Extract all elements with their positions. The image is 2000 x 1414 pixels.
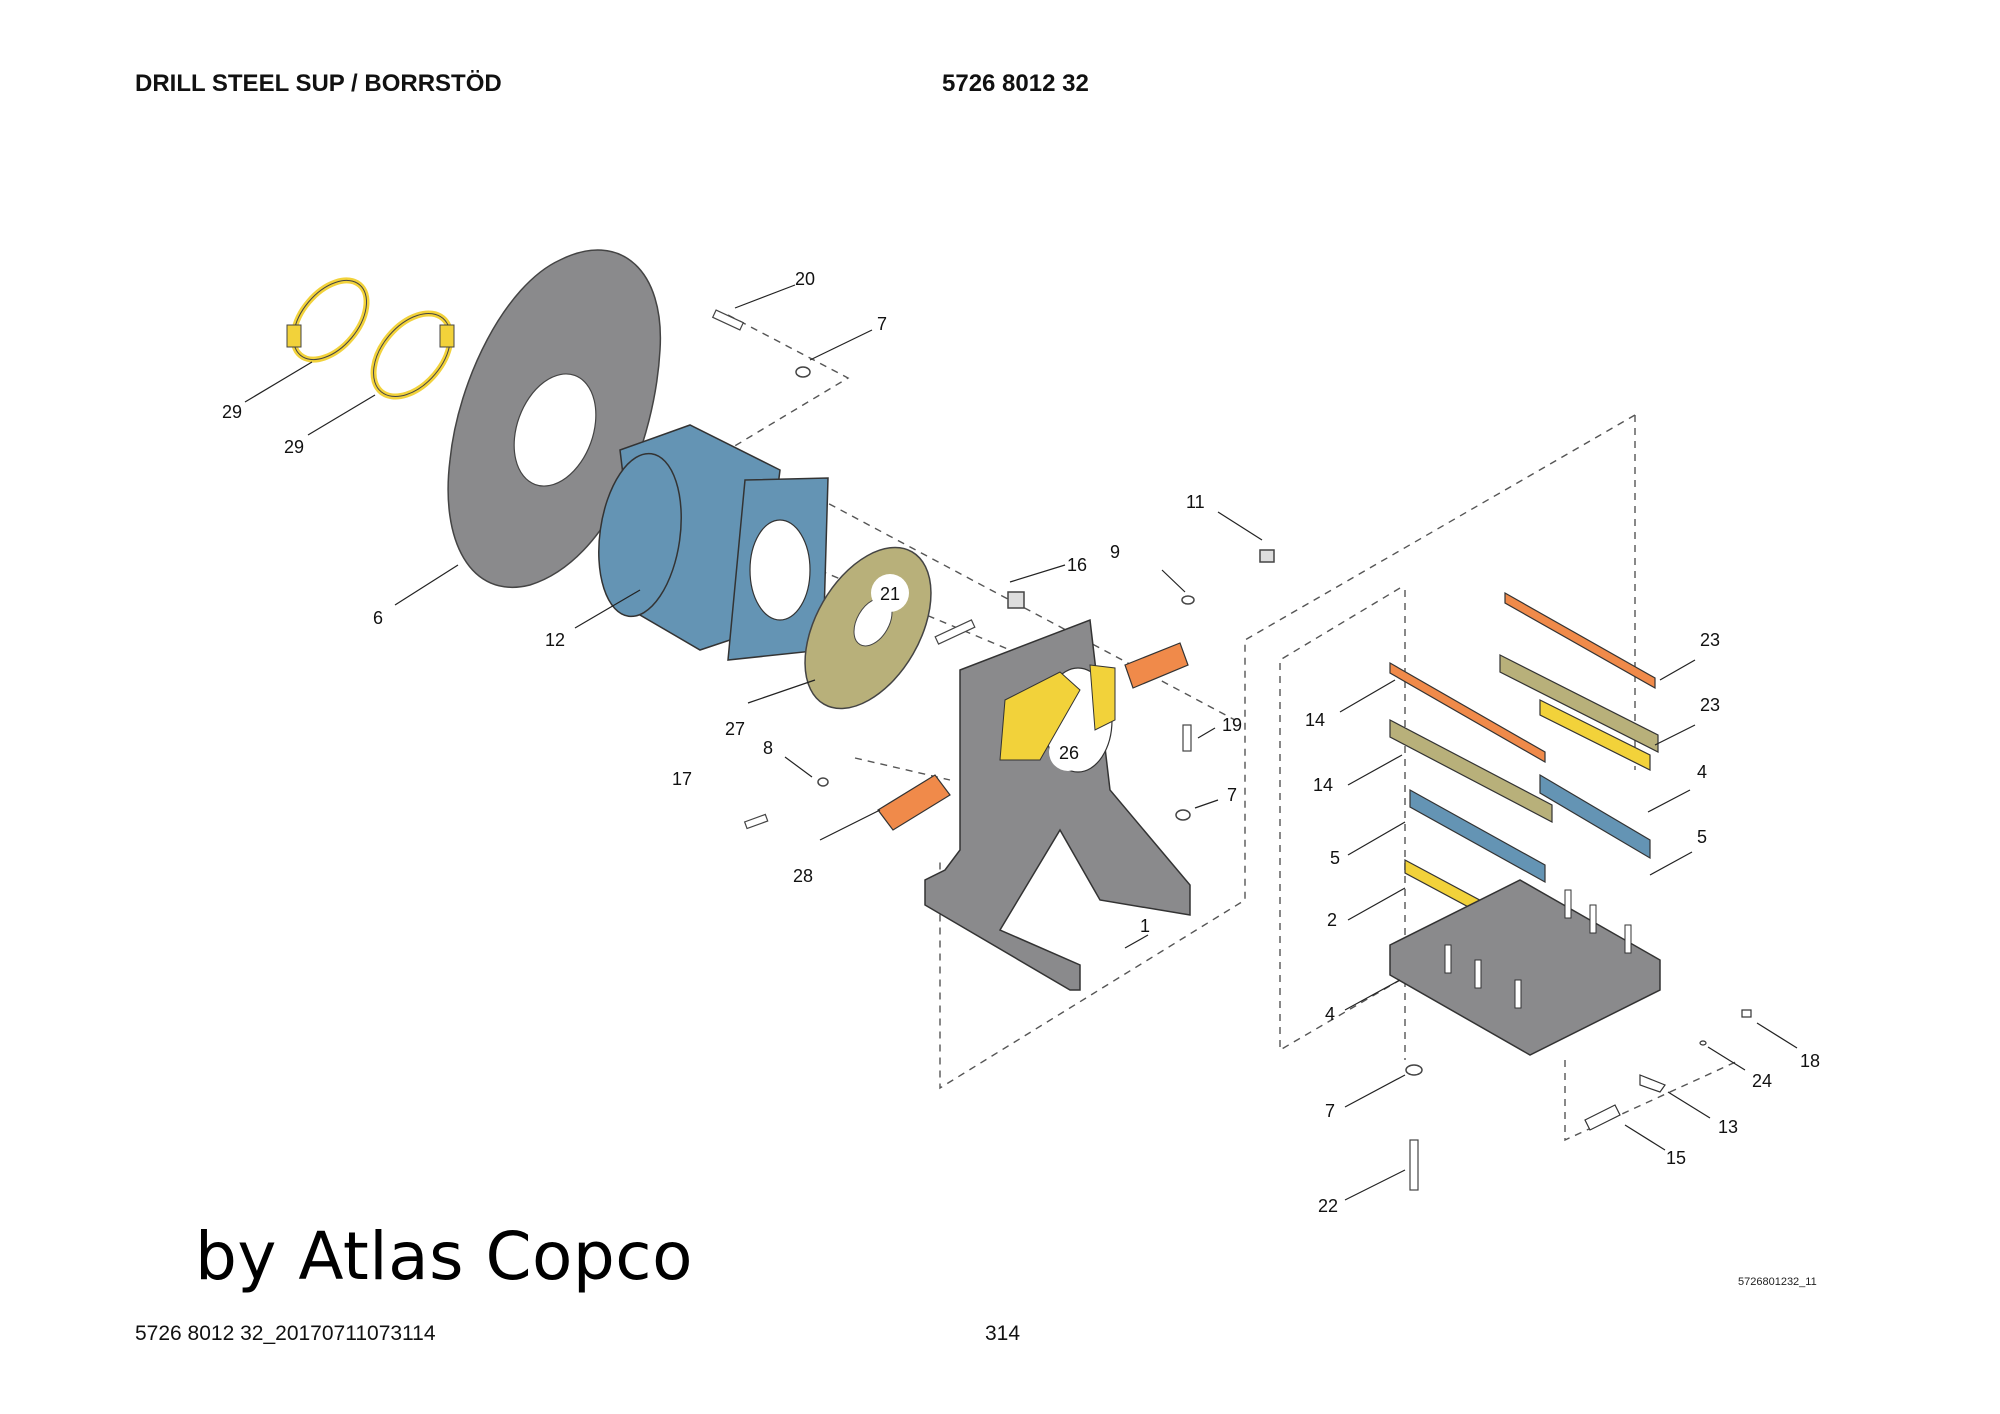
callout-disc: [871, 574, 909, 612]
callout-disc: [1049, 733, 1087, 771]
callout-label: 21: [880, 584, 900, 604]
callout-label: 7: [1227, 785, 1237, 805]
callout-label: 23: [1700, 695, 1720, 715]
callout-labels: 29 29 6 12 20 7 21 27 16 9 11 8 17 28 26…: [222, 269, 1820, 1216]
guide-rail-part: [1409, 773, 1651, 884]
part-number: 5726 8012 32: [942, 70, 1089, 97]
bolt-part: [711, 309, 1419, 1191]
callout-label: 19: [1222, 715, 1242, 735]
figure-reference: 5726801232_11: [1738, 1276, 1817, 1288]
callout-label: 14: [1305, 710, 1325, 730]
callout-label: 14: [1313, 775, 1333, 795]
callout-label: 7: [877, 314, 887, 334]
pivot-pin-part: [877, 642, 1189, 831]
guide-bar-part: [1389, 654, 1659, 823]
leader-lines: [244, 284, 1798, 1201]
callout-label: 1: [1140, 916, 1150, 936]
washer-part: [795, 366, 1423, 1076]
callout-label: 5: [1330, 848, 1340, 868]
document-title: DRILL STEEL SUP / BORRSTÖD: [135, 70, 502, 97]
document-id: 5726 8012 32_20170711073114: [135, 1322, 436, 1345]
callout-label: 16: [1067, 555, 1087, 575]
housing-part: [598, 424, 829, 661]
callout-label: 24: [1752, 1071, 1772, 1091]
page-number: 314: [985, 1322, 1021, 1345]
support-frame-part: [924, 618, 1191, 991]
clamp-ring-part: [370, 310, 455, 400]
callout-label: 12: [545, 630, 565, 650]
callout-label: 6: [373, 608, 383, 628]
callout-label: 28: [793, 866, 813, 886]
callout-label: 2: [1327, 910, 1337, 930]
callout-label: 26: [1059, 743, 1079, 763]
callout-label: 29: [284, 437, 304, 457]
callout-label: 27: [725, 719, 745, 739]
callout-label: 15: [1666, 1148, 1686, 1168]
callout-label: 18: [1800, 1051, 1820, 1071]
lock-pin-part: [1584, 1009, 1752, 1131]
clamp-ring-part: [286, 277, 370, 363]
callout-label: 23: [1700, 630, 1720, 650]
wear-strip-part: [1389, 591, 1656, 764]
callout-label: 29: [222, 402, 242, 422]
callout-label: 7: [1325, 1101, 1335, 1121]
callout-label: 11: [1186, 492, 1205, 512]
callout-label: 4: [1697, 762, 1707, 782]
callout-label: 22: [1318, 1196, 1338, 1216]
callout-label: 9: [1110, 542, 1120, 562]
callout-label: 8: [763, 738, 773, 758]
watermark-text: by Atlas Copco: [195, 1218, 693, 1295]
callout-label: 17: [672, 769, 692, 789]
callout-label: 13: [1718, 1117, 1738, 1137]
callout-label: 5: [1697, 827, 1707, 847]
callout-label: 4: [1325, 1004, 1335, 1024]
base-plate-part: [1389, 879, 1661, 1056]
callout-label: 20: [795, 269, 815, 289]
